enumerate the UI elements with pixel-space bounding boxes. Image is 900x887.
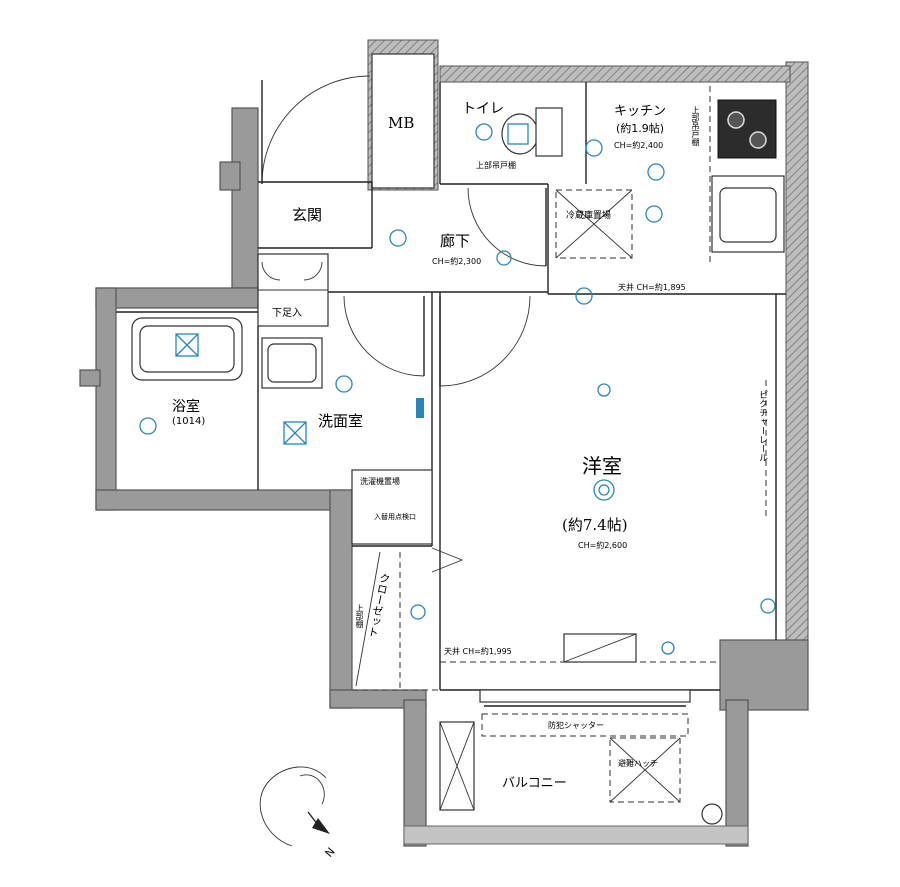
doors [261, 75, 547, 573]
note-washer: 洗濯機置場 [360, 477, 400, 486]
note-toilet-shelf: 上部吊戸棚 [476, 161, 516, 170]
note-fridge: 冷蔵庫置場 [566, 211, 612, 221]
fixtures [131, 86, 785, 825]
room-label-washroom: 洗面室 [318, 412, 364, 430]
room-label-kitchen: キッチン [614, 104, 667, 119]
interior-walls [116, 53, 786, 691]
note-picture-rail: ピクチャーレール [757, 390, 767, 462]
room-label-rouka: 廊下 [440, 232, 471, 250]
room-label-shoes: 下足入 [272, 308, 302, 319]
exterior-walls [79, 39, 809, 847]
room-label-closet: クローゼット [365, 571, 392, 639]
note-kitchen-ceiling: 天井 CH=約1,895 [618, 283, 686, 292]
room-label-toilet: トイレ [462, 101, 504, 117]
bath-size: (1014) [172, 416, 206, 427]
note-pipe-space: 入替用点検口 [374, 513, 416, 521]
note-balcony-box: 避難ハッチ [618, 759, 658, 768]
kitchen-ch: CH=約2,400 [614, 141, 664, 150]
compass-label: N [322, 845, 338, 860]
western-area: (約7.4帖) [562, 516, 628, 534]
room-label-mb: MB [388, 114, 415, 132]
note-shutter: 防犯シャッター [548, 721, 604, 730]
kitchen-area: (約1.9帖) [616, 122, 665, 135]
room-label-western: 洋室 [582, 454, 622, 478]
room-label-balcony: バルコニー [502, 776, 567, 791]
note-ceiling: 天井 CH=約1,995 [444, 647, 512, 656]
note-closet-top: 上部棚 [355, 604, 364, 628]
electrical-symbols [139, 123, 776, 655]
room-label-genkan: 玄関 [292, 206, 323, 224]
western-ch: CH=約2,600 [578, 541, 628, 550]
room-label-bath: 浴室 [172, 399, 200, 415]
rouka-ch: CH=約2,300 [432, 257, 482, 266]
compass-rose [259, 766, 330, 847]
note-kitchen-shelf: 上部吊戸棚 [691, 106, 700, 146]
